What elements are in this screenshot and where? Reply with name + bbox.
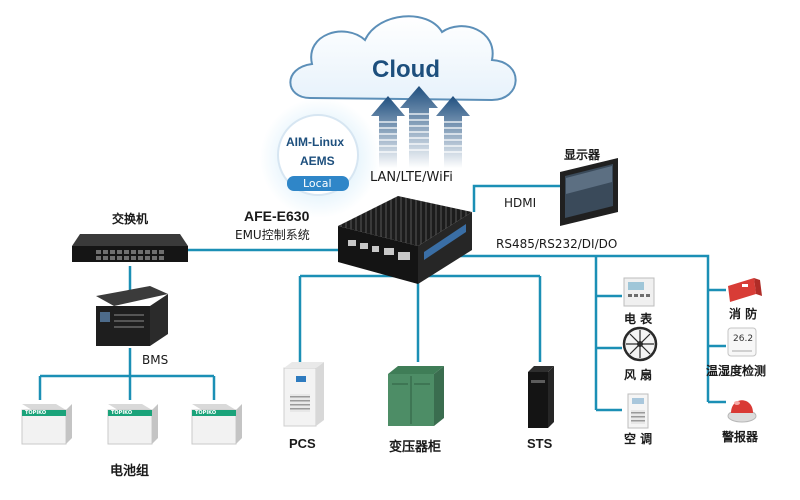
uplink-arrows xyxy=(371,86,470,168)
local-badge-label: Local xyxy=(303,177,332,190)
alarm-label: 警报器 xyxy=(722,430,759,444)
software-name-line2: AEMS xyxy=(300,154,335,168)
switch-label: 交换机 xyxy=(112,212,149,226)
cloud-shape xyxy=(289,15,517,102)
connection-lines xyxy=(38,184,726,412)
battery-pack-1 xyxy=(21,404,72,445)
humidity-reading: 26.2 xyxy=(733,334,754,344)
local-badge xyxy=(287,176,349,191)
controller-device xyxy=(338,196,472,284)
network-switch xyxy=(72,234,188,262)
humidity-device xyxy=(727,327,757,357)
software-bubble xyxy=(277,114,359,196)
arrow-right xyxy=(436,96,470,168)
battery-brand-2: TOPIKO xyxy=(111,410,133,416)
fire-device xyxy=(728,278,762,302)
ac-device xyxy=(627,393,649,429)
controller-model: AFE-E630 xyxy=(244,208,310,224)
fire-label: 消 防 xyxy=(729,307,758,321)
pcs-cabinet xyxy=(283,362,324,427)
fan-label: 风 扇 xyxy=(624,368,653,382)
meter-device xyxy=(623,277,655,307)
meter-label: 电 表 xyxy=(624,312,653,326)
sts-cabinet xyxy=(528,366,554,428)
battery-label: 电池组 xyxy=(110,464,150,479)
transformer-cabinet xyxy=(388,366,444,426)
arrow-left xyxy=(371,96,405,168)
fan-device xyxy=(622,326,658,362)
io-bus-label: RS485/RS232/DI/DO xyxy=(496,237,618,251)
bms-device xyxy=(96,286,168,346)
ac-label: 空 调 xyxy=(624,432,653,446)
arrow-center xyxy=(400,86,438,168)
battery-brand-1: TOPIKO xyxy=(25,410,47,416)
software-name-line1: AIM-Linux xyxy=(286,135,344,149)
battery-brand-3: TOPIKO xyxy=(195,410,217,416)
cloud-label: Cloud xyxy=(372,56,440,83)
battery-pack-3 xyxy=(191,404,242,445)
humidity-label: 温湿度检测 xyxy=(706,364,767,378)
cloud-link-label: LAN/LTE/WiFi xyxy=(370,170,453,185)
sts-label: STS xyxy=(527,436,553,451)
pcs-label: PCS xyxy=(289,436,316,451)
bms-label: BMS xyxy=(142,353,169,367)
transformer-label: 变压器柜 xyxy=(389,440,442,455)
display-device xyxy=(560,158,618,226)
controller-subtitle: EMU控制系统 xyxy=(235,228,310,242)
alarm-device xyxy=(727,400,757,423)
display-label: 显示器 xyxy=(564,148,601,162)
hdmi-label: HDMI xyxy=(504,196,537,210)
battery-pack-2 xyxy=(107,404,158,445)
